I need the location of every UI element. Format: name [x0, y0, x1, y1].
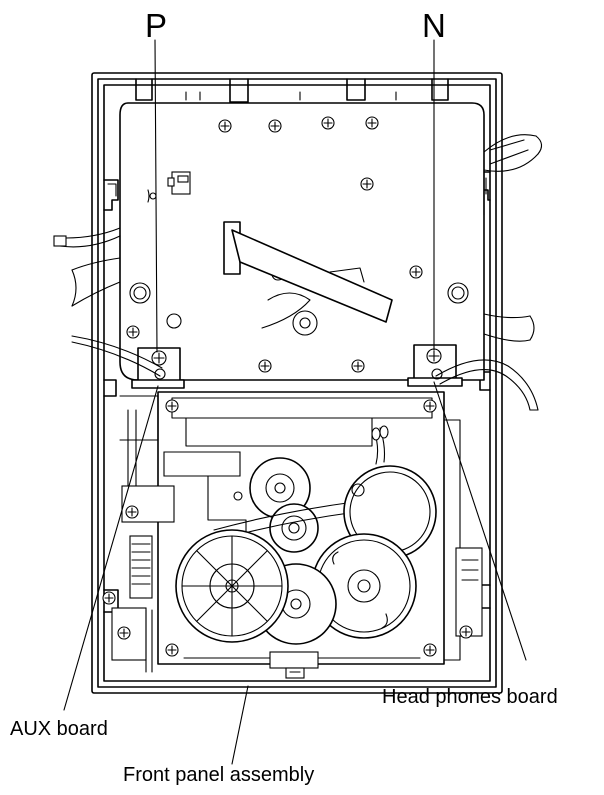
tape-mechanism	[157, 391, 445, 679]
top-clips	[135, 78, 449, 103]
front-panel-frame	[91, 72, 503, 694]
main-pcb-board	[119, 102, 485, 381]
pcb-screws	[126, 116, 423, 373]
headphones-bracket	[407, 344, 463, 387]
aux-bracket	[131, 347, 185, 389]
headphones-board-label: Head phones board	[382, 686, 558, 708]
aux-board-label: AUX board	[10, 718, 108, 740]
callout-p-label: P	[145, 7, 167, 44]
front-panel-label: Front panel assembly	[123, 764, 314, 786]
leader-lines	[63, 39, 527, 765]
wires	[53, 134, 543, 411]
left-side-parts	[102, 395, 175, 673]
right-side-parts	[443, 419, 483, 661]
callout-n-label: N	[422, 7, 446, 44]
